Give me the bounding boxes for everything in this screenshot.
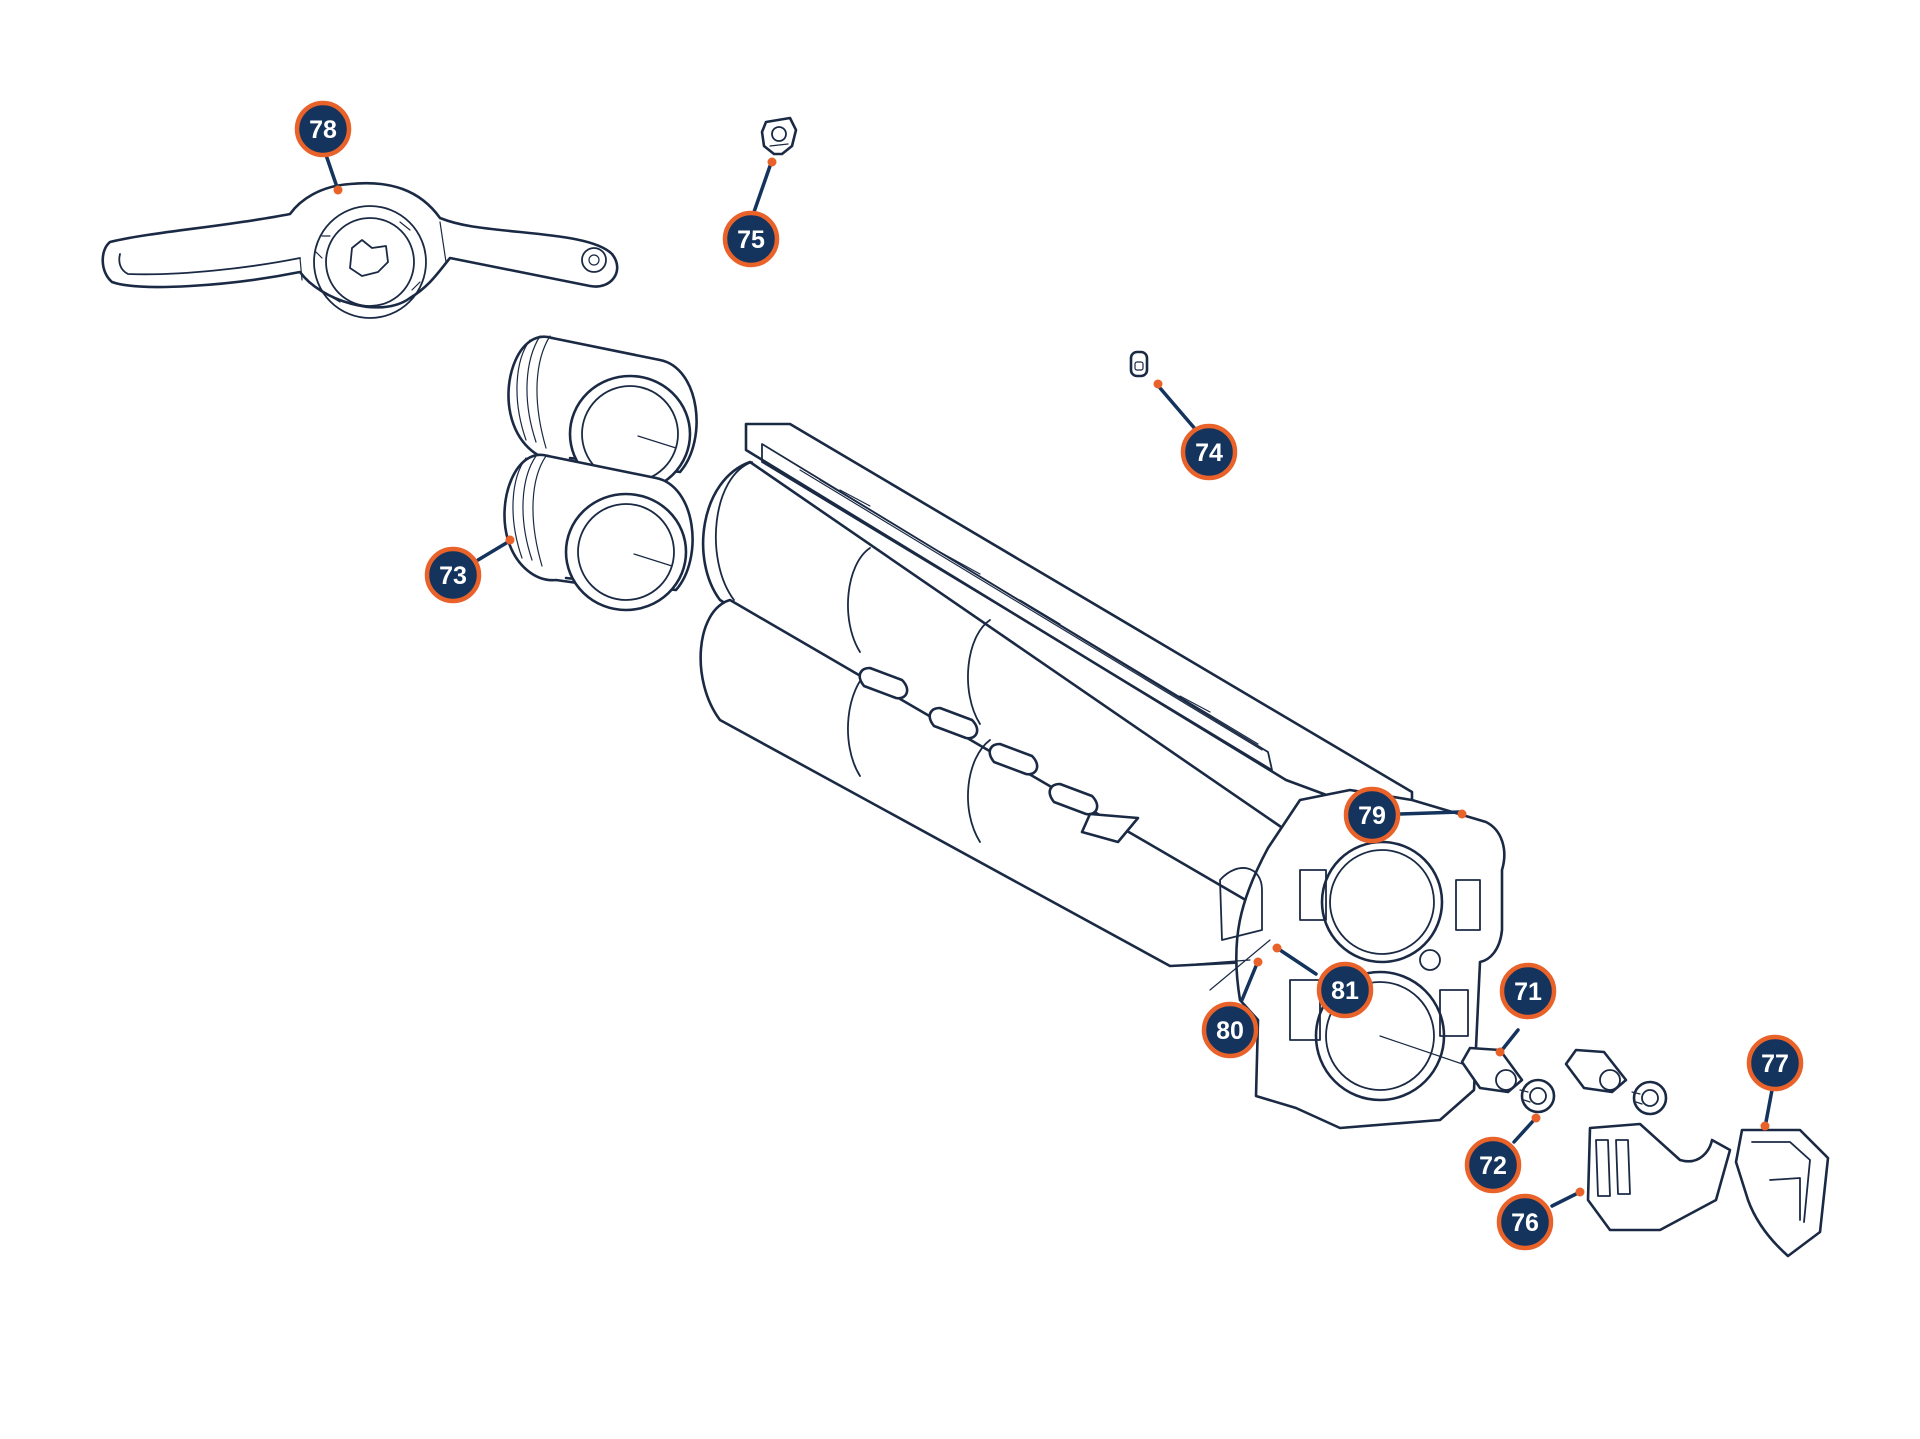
forend-slots <box>858 666 1140 844</box>
leader-79 <box>1398 810 1462 816</box>
leader-76 <box>1550 1192 1578 1208</box>
leader-dot-73 <box>505 535 515 545</box>
part-77-mount <box>1734 1128 1830 1258</box>
callout-74-label: 74 <box>1195 439 1223 467</box>
callouts: 78 75 74 73 79 81 80 71 <box>294 100 1804 1251</box>
callout-80: 80 <box>1201 1001 1259 1059</box>
leader-72 <box>1512 1118 1536 1144</box>
callout-71-label: 71 <box>1514 978 1542 1006</box>
callout-79: 79 <box>1343 786 1401 844</box>
leader-dot-78 <box>333 185 343 195</box>
callout-79-label: 79 <box>1358 802 1386 830</box>
leader-74 <box>1158 386 1198 432</box>
leader-dot-72 <box>1531 1113 1541 1123</box>
leader-dot-71 <box>1495 1047 1505 1057</box>
part-74-pin <box>1129 350 1149 378</box>
leader-81 <box>1278 948 1318 976</box>
callout-75: 75 <box>722 210 780 268</box>
leader-dot-75 <box>767 157 777 167</box>
callout-76-label: 76 <box>1511 1209 1539 1237</box>
callout-76: 76 <box>1496 1193 1554 1251</box>
leader-73 <box>476 540 510 562</box>
part-72-screws <box>1519 1078 1668 1116</box>
leader-75 <box>752 164 772 214</box>
part-76-bracket <box>1586 1122 1732 1232</box>
callout-78: 78 <box>294 100 352 158</box>
callout-77: 77 <box>1746 1034 1804 1092</box>
leader-71 <box>1500 1028 1520 1052</box>
leader-dot-81 <box>1272 943 1282 953</box>
callout-77-label: 77 <box>1761 1050 1789 1078</box>
callout-72: 72 <box>1464 1136 1522 1194</box>
leader-dot-77 <box>1760 1121 1770 1131</box>
callout-71: 71 <box>1499 962 1557 1020</box>
callout-73: 73 <box>424 546 482 604</box>
leader-lines <box>323 150 1774 1208</box>
callout-81-label: 81 <box>1331 977 1359 1005</box>
part-75-clip <box>760 116 798 156</box>
leader-dot-74 <box>1153 379 1163 389</box>
callout-81: 81 <box>1316 961 1374 1019</box>
barrel-assembly <box>699 422 1506 1130</box>
part-73-sleeves <box>503 335 698 612</box>
leader-78 <box>323 150 340 192</box>
callout-74: 74 <box>1180 423 1238 481</box>
callout-73-label: 73 <box>439 562 467 590</box>
leader-dot-79 <box>1457 809 1467 819</box>
callout-80-label: 80 <box>1216 1017 1244 1045</box>
callout-78-label: 78 <box>309 116 337 144</box>
part-78-wrench <box>101 181 619 319</box>
leader-dot-80 <box>1253 957 1263 967</box>
leader-dot-76 <box>1575 1187 1585 1197</box>
callout-72-label: 72 <box>1479 1152 1507 1180</box>
leader-80 <box>1240 964 1258 1002</box>
leader-77 <box>1764 1088 1774 1124</box>
callout-75-label: 75 <box>737 226 765 254</box>
